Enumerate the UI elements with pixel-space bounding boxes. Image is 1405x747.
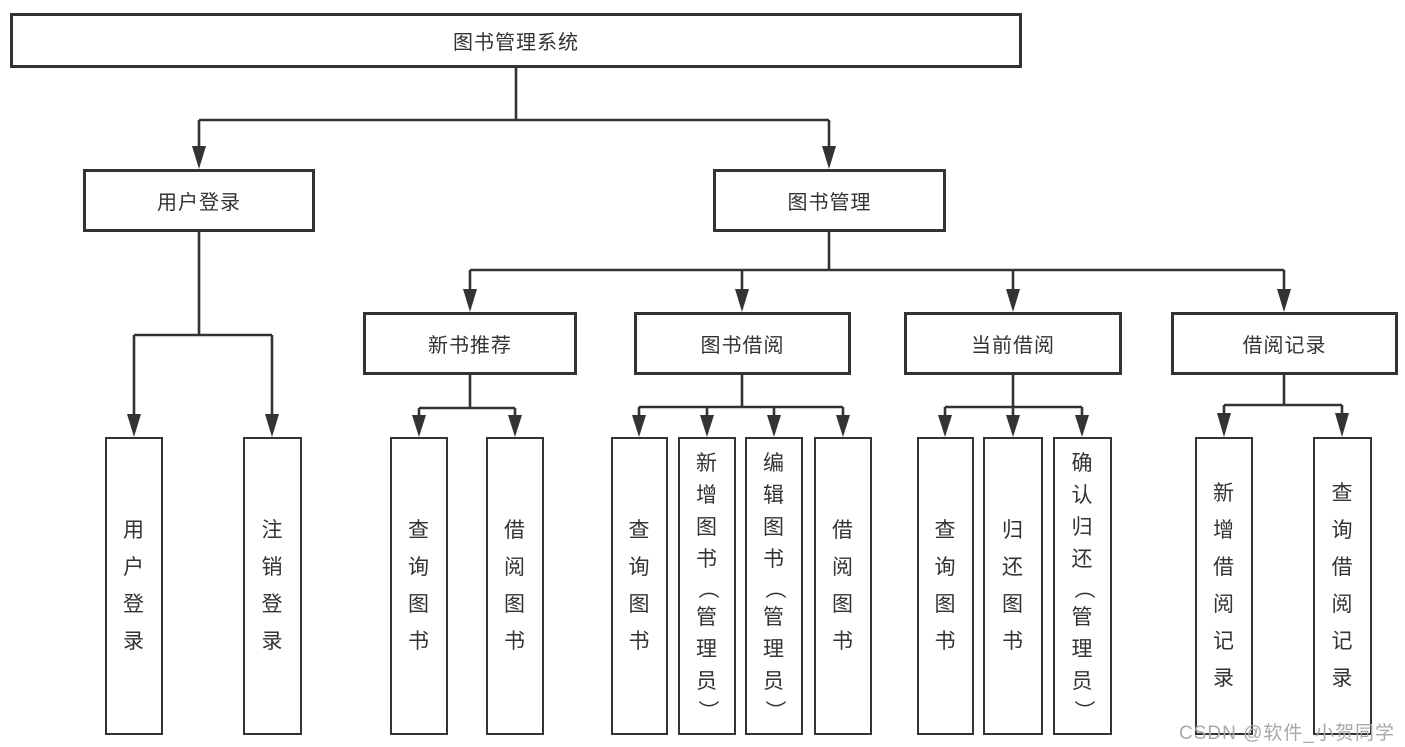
node-new-book-recommend: 新书推荐 [363,312,577,375]
connector-book-borrow-to-leaves [632,375,850,437]
node-book-borrow: 图书借阅 [634,312,851,375]
leaf-add-books-admin-label: 新增图书（管理员） [696,452,719,722]
leaf-recommend-borrow-books: 借阅图书 [486,437,544,735]
leaf-return-books-label: 归还图书 [1002,519,1024,653]
leaf-borrow-query-books-label: 查询图书 [628,519,651,653]
leaf-add-books-admin: 新增图书（管理员） [678,437,736,735]
node-user-login: 用户登录 [83,169,315,232]
connector-current-borrow-to-leaves [938,375,1089,437]
node-user-login-label: 用户登录 [157,192,241,214]
leaf-current-query-books: 查询图书 [917,437,974,735]
leaf-add-borrow-record: 新增借阅记录 [1195,437,1253,735]
node-current-borrow-label: 当前借阅 [971,335,1055,357]
node-root-label: 图书管理系统 [453,32,579,54]
node-book-management-label: 图书管理 [787,192,872,214]
node-book-borrow-label: 图书借阅 [700,335,785,357]
leaf-borrow-books: 借阅图书 [814,437,872,735]
node-borrow-records: 借阅记录 [1171,312,1398,375]
node-root-library-system: 图书管理系统 [10,13,1022,68]
connector-new-book-recommend-to-leaves [412,375,522,437]
connector-root-to-level2 [192,68,836,169]
leaf-query-borrow-record-label: 查询借阅记录 [1331,482,1354,690]
leaf-logout: 注销登录 [243,437,302,735]
csdn-watermark: CSDN @软件_小贺同学 [1179,723,1395,744]
node-new-book-recommend-label: 新书推荐 [428,335,512,357]
leaf-current-query-books-label: 查询图书 [934,519,957,653]
connector-borrow-records-to-leaves [1217,375,1349,437]
connector-book-management-to-level3 [463,232,1291,312]
connector-user-login-to-leaves [127,232,279,437]
leaf-borrow-books-label: 借阅图书 [832,519,854,653]
leaf-edit-books-admin-label: 编辑图书（管理员） [763,452,786,722]
leaf-user-login-label: 用户登录 [123,519,145,653]
node-borrow-records-label: 借阅记录 [1242,335,1327,357]
leaf-recommend-borrow-books-label: 借阅图书 [504,519,526,653]
leaf-borrow-query-books: 查询图书 [611,437,668,735]
leaf-add-borrow-record-label: 新增借阅记录 [1213,482,1235,690]
leaf-query-borrow-record: 查询借阅记录 [1313,437,1372,735]
leaf-user-login: 用户登录 [105,437,163,735]
leaf-edit-books-admin: 编辑图书（管理员） [745,437,803,735]
node-book-management: 图书管理 [713,169,946,232]
leaf-recommend-query-books: 查询图书 [390,437,448,735]
node-current-borrow: 当前借阅 [904,312,1122,375]
leaf-logout-label: 注销登录 [261,519,284,653]
leaf-return-books: 归还图书 [983,437,1043,735]
leaf-recommend-query-books-label: 查询图书 [408,519,430,653]
leaf-confirm-return-admin: 确认归还（管理员） [1053,437,1112,735]
leaf-confirm-return-admin-label: 确认归还（管理员） [1071,452,1095,722]
